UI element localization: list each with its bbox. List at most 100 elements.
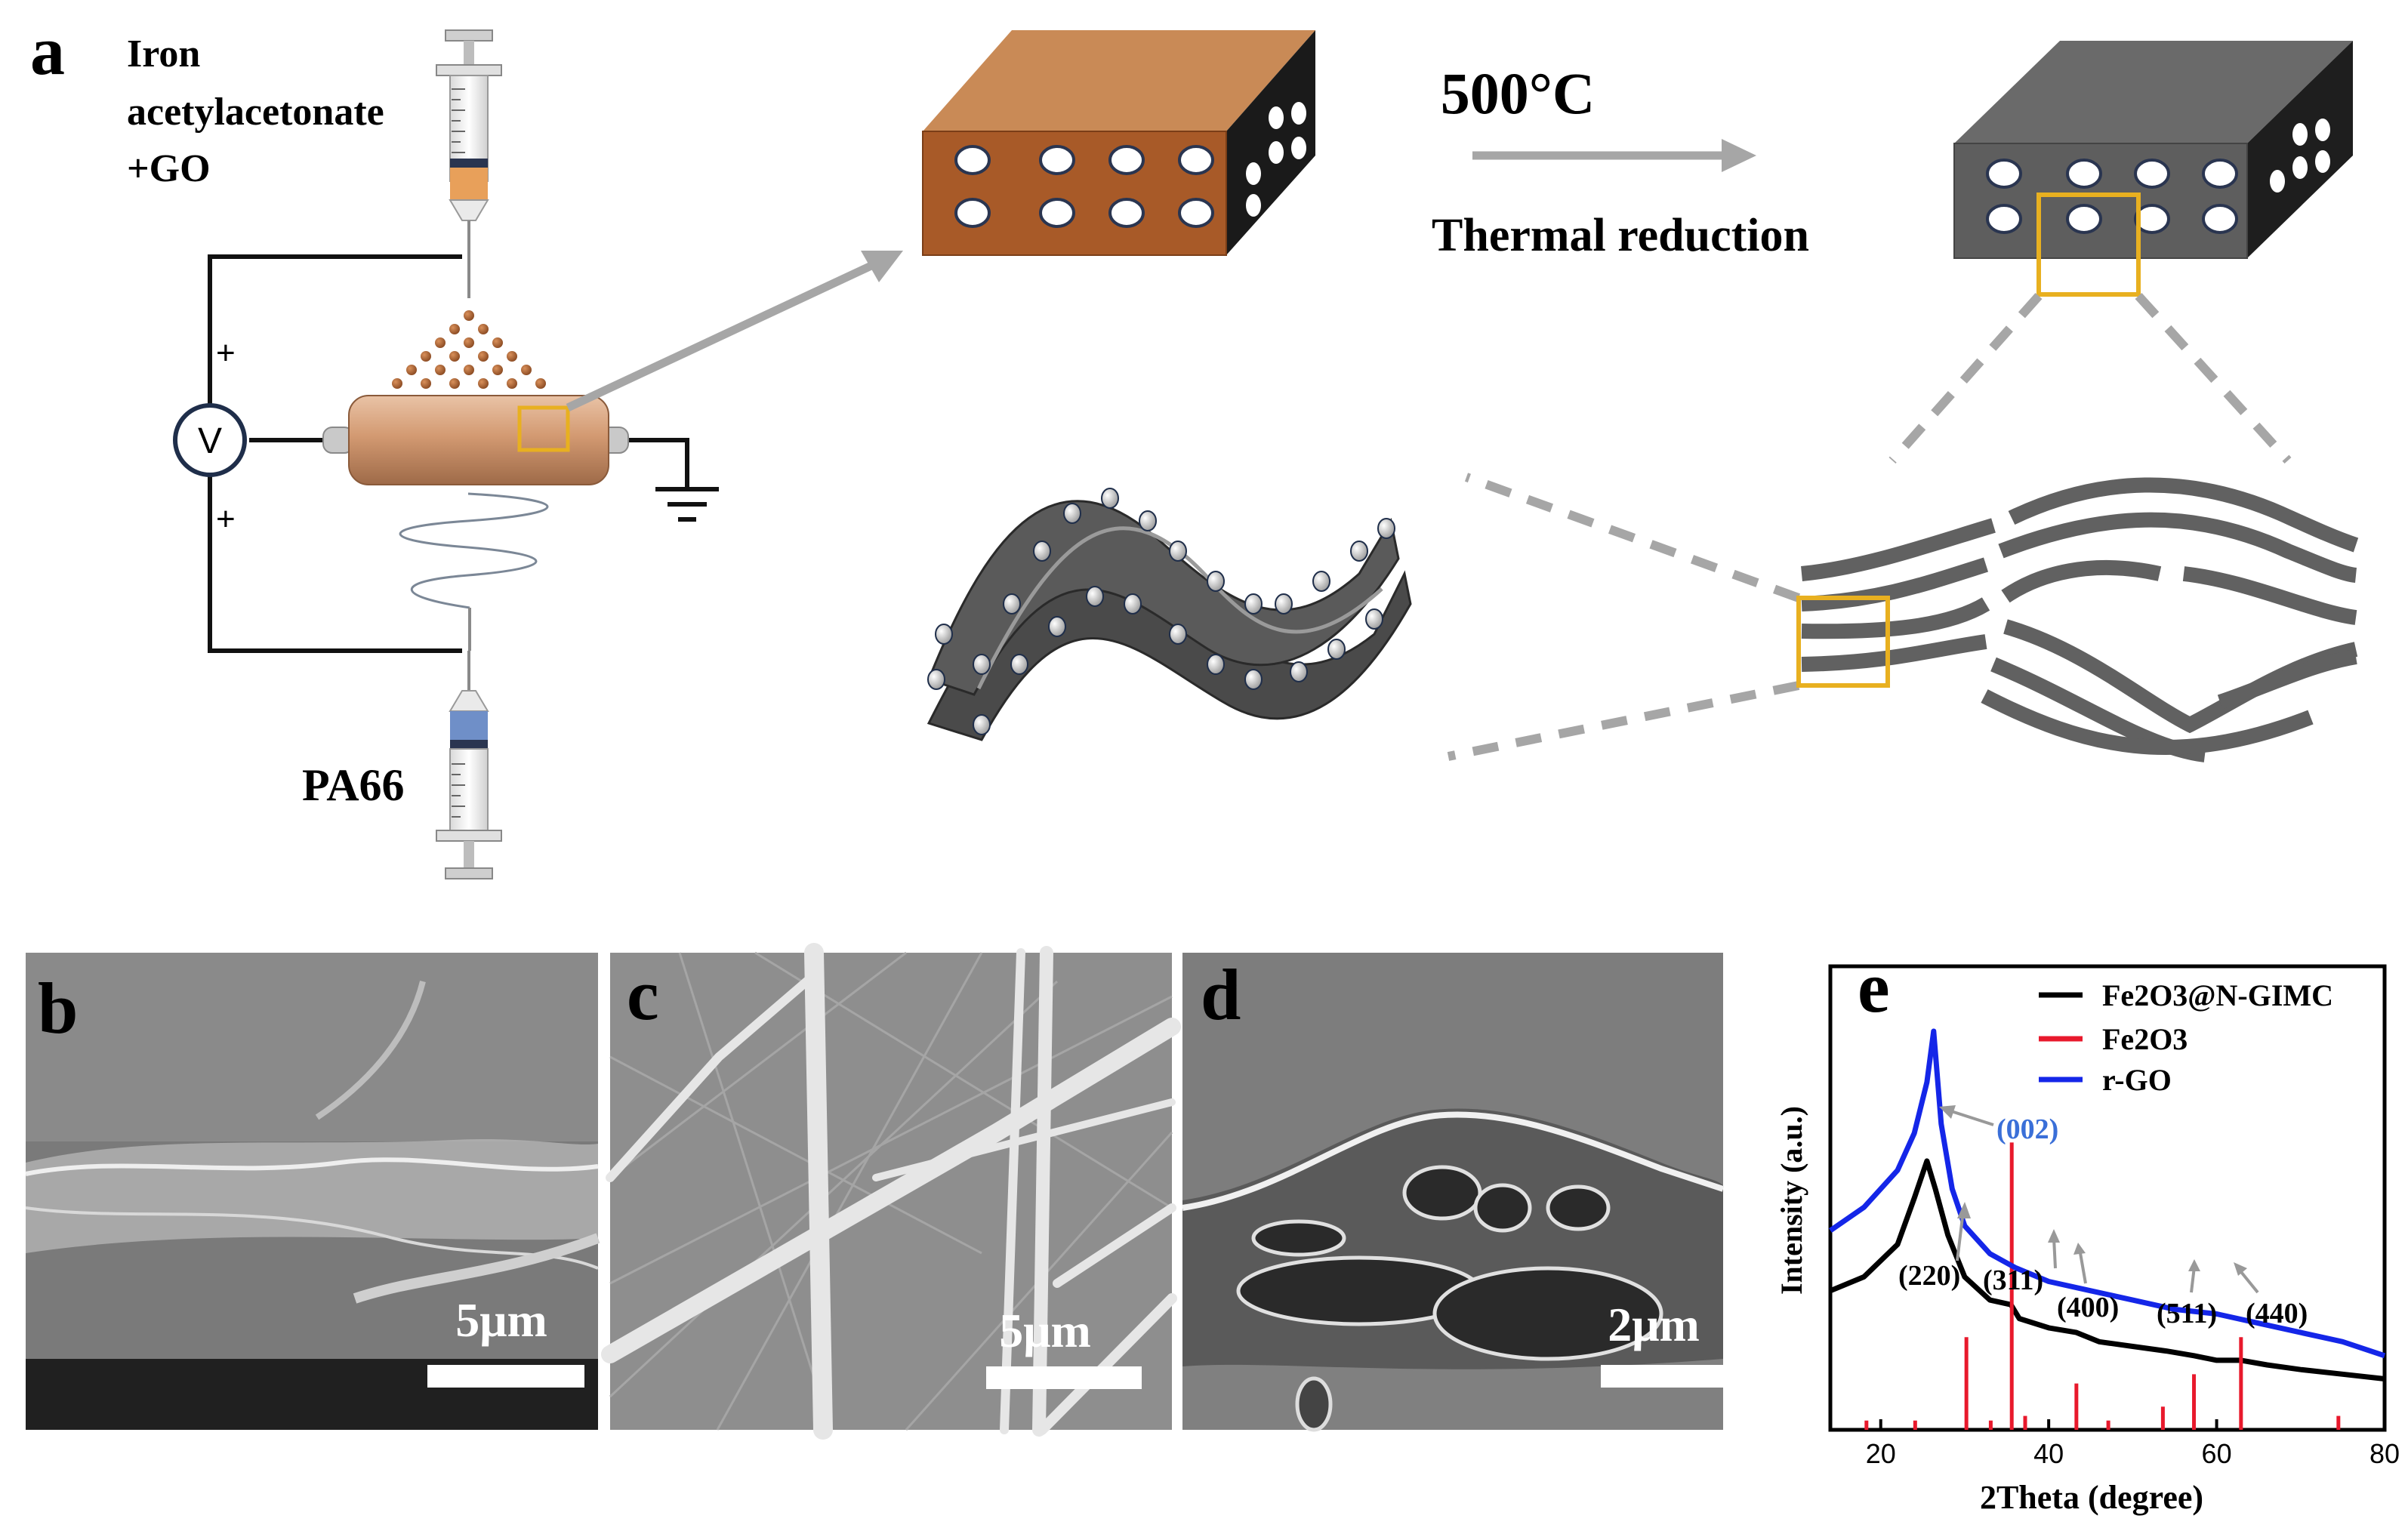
nanoparticle-bead xyxy=(1207,571,1225,592)
peak-label-440: (440) xyxy=(2246,1298,2308,1329)
pore-hole xyxy=(2066,159,2102,189)
scale-bar-label-d: 2μm xyxy=(1608,1298,1700,1351)
legend-label-rgo: r-GO xyxy=(2102,1063,2172,1097)
droplet xyxy=(464,310,474,321)
pore-hole xyxy=(2202,159,2238,189)
pore-hole xyxy=(1178,145,1214,175)
nanoparticle-bead xyxy=(1350,541,1368,562)
droplet xyxy=(464,365,474,375)
series-line-rgo xyxy=(1829,1028,2386,1359)
droplet xyxy=(392,378,402,389)
process-arrow xyxy=(1472,139,1756,172)
syringe-top-icon xyxy=(436,29,502,298)
ground-icon xyxy=(655,487,719,522)
pore-hole-side xyxy=(1291,102,1306,125)
highlight-box-layers xyxy=(1796,596,1890,688)
pore-hole xyxy=(2066,204,2102,234)
pore-hole xyxy=(1108,198,1145,228)
droplet-cone xyxy=(392,310,546,389)
droplet xyxy=(435,337,446,348)
nanoparticle-bead xyxy=(1086,586,1104,607)
voltmeter-icon xyxy=(173,403,247,477)
panel-c-label: c xyxy=(627,954,659,1035)
arrow-to-block xyxy=(566,251,903,411)
nanoparticle-bead xyxy=(973,714,991,735)
droplet xyxy=(421,378,431,389)
pore-hole-side xyxy=(2292,156,2308,179)
droplet xyxy=(406,365,417,375)
nanoparticle-bead xyxy=(935,624,953,645)
graphene-layers xyxy=(1801,477,2359,762)
pore-hole xyxy=(1178,198,1214,228)
nanoparticle-bead xyxy=(1124,593,1142,615)
x-tick-label: 80 xyxy=(2369,1438,2400,1469)
y-axis-label: Intensity (a.u.) xyxy=(1774,1106,1808,1295)
nanoparticle-bead xyxy=(1290,661,1308,682)
droplet xyxy=(478,378,489,389)
panel-d-label: d xyxy=(1201,954,1241,1035)
peak-annotations: (002) (220) (311) (400) (511) (440) xyxy=(1898,1105,2308,1329)
droplet xyxy=(535,378,546,389)
process-temperature: 500°C xyxy=(1441,60,1596,126)
process-name: Thermal reduction xyxy=(1432,210,1809,261)
fiber-block-carbon xyxy=(1953,41,2353,297)
syringe-top-label-line2: acetylacetonate xyxy=(127,91,384,134)
nanoparticle-bead xyxy=(1275,593,1293,615)
voltmeter-symbol: V xyxy=(198,421,222,461)
pore-hole xyxy=(954,145,991,175)
panel-e-label: e xyxy=(1858,947,1890,1027)
pore-hole-side xyxy=(2315,150,2330,173)
pore-hole xyxy=(1039,198,1075,228)
droplet xyxy=(449,351,460,362)
peak-label-400: (400) xyxy=(2057,1292,2119,1323)
plus-sign-top: + xyxy=(216,334,236,371)
droplet xyxy=(421,351,431,362)
pore-hole xyxy=(1039,145,1075,175)
nanoparticle-bead xyxy=(1312,571,1330,592)
syringe-bottom-label: PA66 xyxy=(302,760,405,810)
pore-hole-side xyxy=(2270,170,2285,193)
spiral-jet xyxy=(399,492,549,609)
droplet xyxy=(478,324,489,334)
nanoparticle-bead xyxy=(1139,510,1157,531)
nanoparticle-bead xyxy=(1244,669,1263,690)
droplet xyxy=(449,378,460,389)
legend-label-fe2o3: Fe2O3 xyxy=(2102,1022,2188,1056)
x-tick-label: 60 xyxy=(2202,1438,2232,1469)
droplet xyxy=(449,324,460,334)
scale-bar-label-b: 5μm xyxy=(455,1293,547,1347)
peak-label-511: (511) xyxy=(2157,1298,2217,1329)
droplet xyxy=(492,365,503,375)
panel-a-label: a xyxy=(30,12,65,89)
scale-bar-d xyxy=(1601,1365,1735,1388)
peak-label-002: (002) xyxy=(1996,1114,2058,1145)
zoom-lines xyxy=(1447,292,2292,761)
scale-bar-c xyxy=(986,1366,1142,1389)
nanoparticle-bead xyxy=(1010,654,1028,675)
wavy-sheets xyxy=(927,488,1412,741)
fiber-block-orange xyxy=(922,30,1315,256)
nanoparticle-bead xyxy=(927,669,945,690)
x-tick-label: 40 xyxy=(2033,1438,2064,1469)
nanoparticle-bead xyxy=(1033,541,1051,562)
x-axis-label: 2Theta (degree) xyxy=(1980,1479,2203,1516)
nanoparticle-bead xyxy=(1244,593,1263,615)
pore-hole xyxy=(1986,159,2022,189)
circuit-wires xyxy=(208,254,689,653)
pore-hole xyxy=(1986,204,2022,234)
droplet xyxy=(492,337,503,348)
pore-hole-side xyxy=(1269,106,1284,129)
pore-hole-side xyxy=(1269,141,1284,164)
nanoparticle-bead xyxy=(1377,518,1395,539)
plus-sign-bottom: + xyxy=(216,501,236,538)
syringe-top-label-line1: Iron xyxy=(127,32,200,75)
syringe-bottom-icon xyxy=(436,651,502,879)
highlight-box-block xyxy=(2036,193,2141,297)
panel-b: b 5μm xyxy=(25,953,600,1430)
panel-b-label: b xyxy=(38,968,78,1049)
nanoparticle-bead xyxy=(1169,541,1187,562)
legend: Fe2O3@N-GIMC Fe2O3 r-GO xyxy=(2039,978,2333,1097)
